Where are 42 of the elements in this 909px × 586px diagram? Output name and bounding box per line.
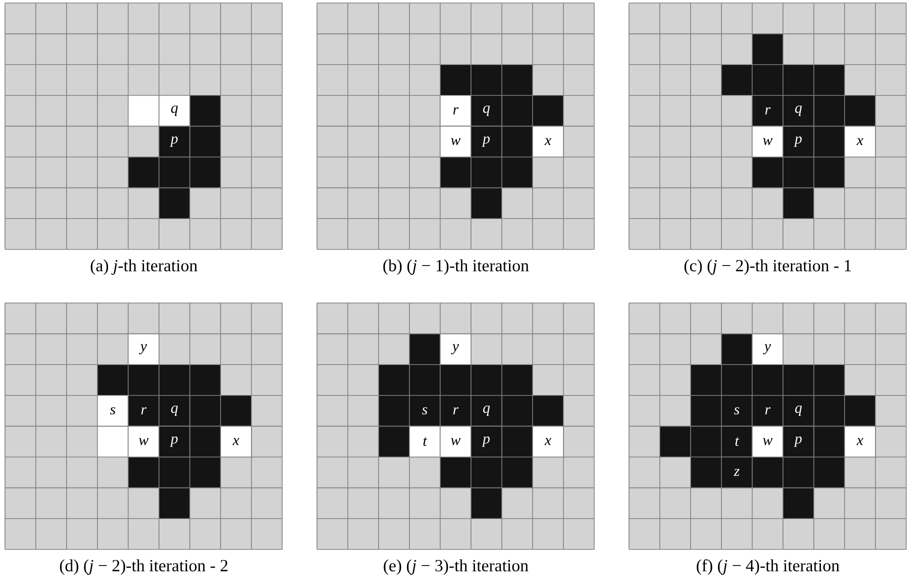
- grid-cell: s: [97, 395, 129, 427]
- grid-cell: z: [721, 456, 753, 488]
- grid-cell: x: [844, 426, 876, 458]
- grid-cell: w: [752, 426, 784, 458]
- grid-cell: s: [721, 395, 753, 427]
- grid-cell: r: [128, 395, 160, 427]
- grid-cell: r: [440, 95, 472, 127]
- grid-cell: q: [782, 395, 814, 427]
- grid-cell: p: [158, 126, 190, 158]
- node-label: (e) (j − 3)-th iteration: [384, 559, 528, 575]
- grid-cell: q: [158, 395, 190, 427]
- grid-cell: p: [470, 426, 502, 458]
- grid-cell: w: [440, 426, 472, 458]
- grid-cell: s: [409, 395, 441, 427]
- grid-cell: y: [752, 333, 784, 365]
- node-label: (b) (j − 1)-th iteration: [383, 259, 529, 275]
- grid-cell: p: [158, 426, 190, 458]
- grid-cell: p: [782, 126, 814, 158]
- grid-cell: q: [470, 95, 502, 127]
- grid-cell: t: [721, 426, 753, 458]
- node-label: (d) (j − 2)-th iteration - 2: [60, 559, 228, 575]
- grid-cell: y: [128, 333, 160, 365]
- grid-cell: x: [532, 126, 564, 158]
- node-label: (f) (j − 4)-th iteration: [696, 559, 840, 575]
- grid-cell: x: [844, 126, 876, 158]
- grid-cell: x: [532, 426, 564, 458]
- grid-cell: q: [158, 95, 190, 127]
- grid-cell: r: [752, 95, 784, 127]
- grid-cell: q: [782, 95, 814, 127]
- grid-cell: p: [470, 126, 502, 158]
- grid-cell: y: [440, 333, 472, 365]
- grid-cell: r: [752, 395, 784, 427]
- node-label: (c) (j − 2)-th iteration - 1: [684, 259, 851, 275]
- grid-cell: x: [220, 426, 252, 458]
- grid-cell: w: [440, 126, 472, 158]
- grid-cell: t: [409, 426, 441, 458]
- grid-cell: w: [752, 126, 784, 158]
- node-label: (a) j-th iteration: [90, 259, 198, 275]
- grid-cell: r: [440, 395, 472, 427]
- grid-cell: q: [470, 395, 502, 427]
- grid-cell: w: [128, 426, 160, 458]
- grid-cell: p: [782, 426, 814, 458]
